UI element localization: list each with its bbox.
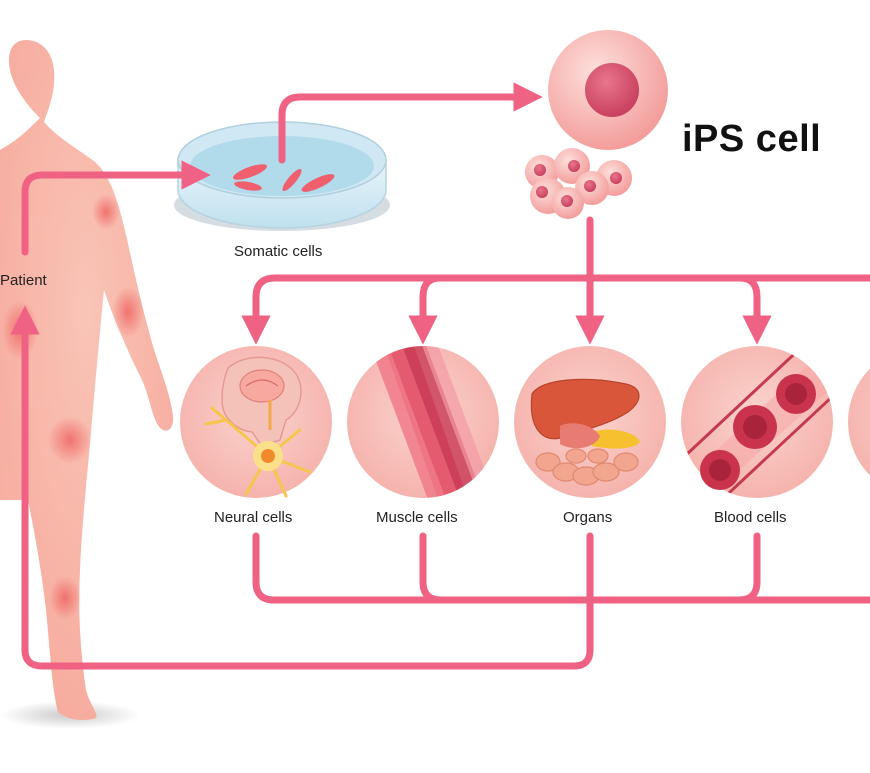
colony-nucleus — [584, 180, 596, 192]
arrow-patient-to-dish — [21, 160, 211, 256]
blood-cells-circle — [681, 346, 833, 498]
neuron-nucleus — [261, 449, 275, 463]
ips-cell-graphic — [525, 30, 668, 219]
colony-nucleus — [561, 195, 573, 207]
ips-nucleus — [585, 63, 639, 117]
return-line-muscle — [419, 532, 445, 604]
hotspot — [2, 300, 38, 360]
organs-label: Organs — [563, 509, 613, 526]
somatic-cell — [234, 181, 262, 191]
muscle-cells-circle — [347, 346, 499, 498]
organs-circle — [514, 346, 666, 498]
hotspot — [48, 416, 92, 464]
hotspot — [92, 194, 120, 230]
neural-cells-circle — [180, 346, 332, 498]
arrow-to-muscle — [408, 274, 444, 345]
somatic-cells-label: Somatic cells — [234, 243, 323, 260]
blood-cells-label: Blood cells — [714, 509, 787, 526]
patient-body — [0, 40, 174, 720]
petri-dish — [174, 121, 390, 231]
patient-label: Patient — [0, 272, 47, 289]
flow-arrows — [10, 82, 870, 670]
muscle-fiber — [420, 346, 498, 498]
muscle-fiber — [370, 346, 448, 498]
pancreas — [592, 429, 640, 449]
arrow-to-blood — [736, 274, 772, 345]
muscle-fiber — [400, 346, 486, 498]
somatic-cell — [282, 168, 302, 192]
red-blood-cell — [776, 374, 816, 414]
hotspot — [112, 286, 144, 338]
partial-circle — [848, 368, 870, 476]
hotspot — [49, 576, 81, 620]
intestines — [535, 448, 639, 486]
brain-fold — [245, 379, 279, 387]
return-line-blood — [735, 532, 761, 604]
ips-colony — [525, 148, 632, 219]
liver — [530, 378, 640, 440]
stomach — [560, 423, 600, 449]
arrow-to-neural — [241, 274, 870, 345]
colony-nucleus — [610, 172, 622, 184]
somatic-cell — [232, 164, 268, 180]
ips-cell-title: iPS cell — [682, 118, 822, 160]
colony-nucleus — [536, 186, 548, 198]
somatic-cell — [301, 174, 335, 192]
red-blood-cell — [733, 405, 777, 449]
colony-nucleus — [534, 164, 546, 176]
arrow-dish-to-ips — [278, 82, 543, 164]
circle-bg — [848, 368, 870, 476]
arrow-back-to-patient — [10, 305, 594, 670]
brain — [239, 369, 285, 403]
red-blood-cell — [700, 450, 740, 490]
neural-cells-label: Neural cells — [214, 509, 293, 526]
muscle-cells-label: Muscle cells — [376, 509, 458, 526]
return-line-lower — [252, 532, 870, 604]
colony-nucleus — [568, 160, 580, 172]
